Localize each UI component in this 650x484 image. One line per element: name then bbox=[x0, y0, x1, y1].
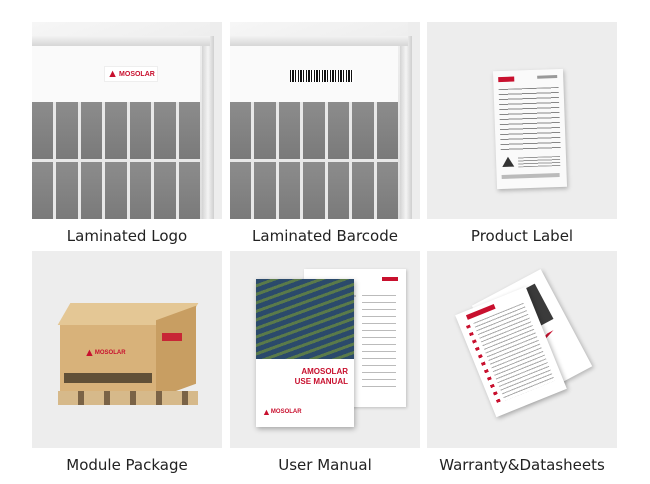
solar-cell bbox=[32, 162, 54, 219]
box-logo-text: MOSOLAR bbox=[94, 350, 126, 356]
solar-cell bbox=[32, 102, 54, 159]
label-spec-lines bbox=[498, 86, 561, 152]
solar-cells bbox=[230, 102, 398, 219]
cover-logo-text: MOSOLAR bbox=[270, 409, 302, 415]
solar-cell bbox=[352, 102, 374, 159]
solar-cell bbox=[303, 102, 325, 159]
box-side-logo bbox=[162, 333, 182, 341]
back-page-logo-icon bbox=[382, 277, 398, 281]
solar-cell bbox=[352, 162, 374, 219]
panel-frame-top bbox=[32, 36, 210, 46]
caption-product-label: Product Label bbox=[470, 227, 574, 245]
solar-cell bbox=[376, 162, 398, 219]
label-warning-icon bbox=[501, 156, 515, 167]
solar-cell bbox=[154, 102, 176, 159]
caption-warranty-datasheets: Warranty&Datasheets bbox=[439, 456, 605, 474]
solar-cell bbox=[327, 102, 350, 159]
logo-mark-icon: ▲ bbox=[107, 68, 119, 80]
solar-cell bbox=[129, 102, 152, 159]
card-laminated-barcode[interactable] bbox=[230, 22, 420, 219]
caption-laminated-logo: Laminated Logo bbox=[66, 227, 188, 245]
logo-mark-icon: ▲ bbox=[84, 347, 95, 359]
solar-cell bbox=[80, 102, 103, 159]
label-logo-icon bbox=[498, 76, 515, 83]
logo-mark-icon: ▲ bbox=[262, 407, 271, 417]
cover-title-1: AMOSOLAR bbox=[301, 367, 348, 376]
box-side bbox=[156, 305, 196, 399]
solar-cell bbox=[376, 102, 398, 159]
panel-frame-edge bbox=[202, 36, 214, 219]
box-label-strip bbox=[64, 373, 152, 383]
solar-cell bbox=[178, 102, 200, 159]
caption-laminated-barcode: Laminated Barcode bbox=[252, 227, 398, 245]
logo-badge: ▲ MOSOLAR bbox=[104, 66, 158, 82]
pallet bbox=[58, 391, 198, 405]
solar-cell bbox=[230, 102, 252, 159]
barcode-icon bbox=[290, 70, 354, 82]
solar-cell bbox=[278, 102, 301, 159]
solar-cell bbox=[230, 162, 252, 219]
solar-cell bbox=[105, 102, 127, 159]
card-laminated-logo[interactable]: ▲ MOSOLAR bbox=[32, 22, 222, 219]
solar-cell bbox=[154, 162, 176, 219]
label-footer-line bbox=[501, 172, 560, 180]
solar-cell bbox=[56, 162, 78, 219]
manual-cover: AMOSOLAR USE MANUAL ▲ MOSOLAR bbox=[256, 279, 354, 427]
panel-frame-top bbox=[230, 36, 408, 46]
solar-cell bbox=[80, 162, 103, 219]
card-user-manual[interactable]: AMOSOLAR USE MANUAL ▲ MOSOLAR bbox=[230, 251, 420, 448]
product-label-sheet bbox=[492, 68, 568, 190]
caption-module-package: Module Package bbox=[66, 456, 188, 474]
card-product-label[interactable] bbox=[427, 22, 617, 219]
solar-cell bbox=[278, 162, 301, 219]
card-warranty-datasheets[interactable] bbox=[427, 251, 617, 448]
solar-cell bbox=[105, 162, 127, 219]
solar-cell bbox=[129, 162, 152, 219]
logo-text: MOSOLAR bbox=[119, 70, 155, 78]
solar-cell bbox=[56, 102, 78, 159]
solar-cell bbox=[254, 162, 276, 219]
cover-logo: ▲ MOSOLAR bbox=[262, 407, 302, 417]
label-header-line bbox=[537, 75, 558, 79]
cover-title-2: USE MANUAL bbox=[294, 377, 348, 386]
solar-cell bbox=[327, 162, 350, 219]
solar-cell bbox=[254, 102, 276, 159]
label-cert-lines bbox=[517, 155, 561, 168]
solar-cell bbox=[178, 162, 200, 219]
panel-frame-edge bbox=[400, 36, 412, 219]
solar-cells bbox=[32, 102, 200, 219]
solar-cell bbox=[303, 162, 325, 219]
box-logo: ▲ MOSOLAR bbox=[84, 347, 132, 359]
card-module-package[interactable]: ▲ MOSOLAR bbox=[32, 251, 222, 448]
back-page-table bbox=[362, 295, 396, 391]
cover-photo-solar-farm bbox=[256, 279, 354, 359]
caption-user-manual: User Manual bbox=[278, 456, 372, 474]
